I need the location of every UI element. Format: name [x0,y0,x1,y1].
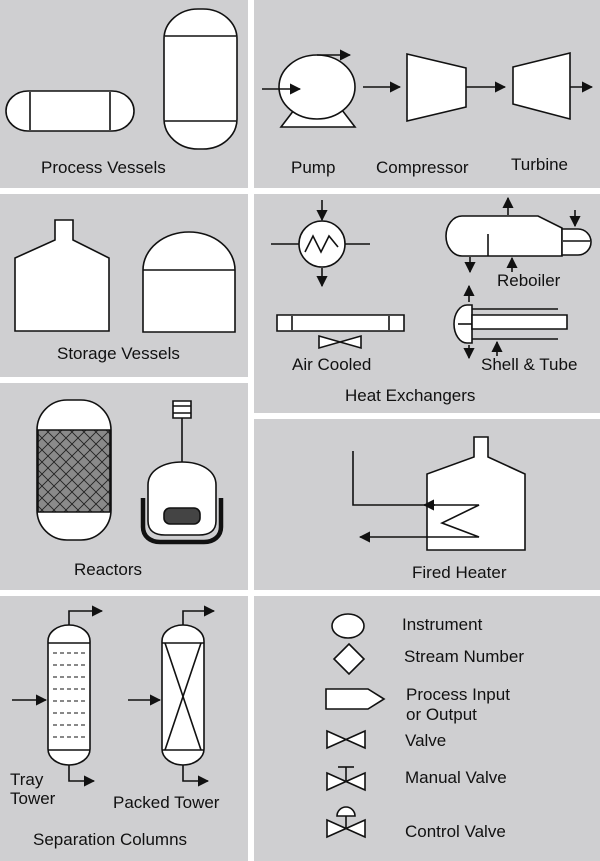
legend-instrument-label: Instrument [402,615,483,634]
pump-icon [262,49,355,127]
process-vessels-title: Process Vessels [41,158,166,177]
heat-exchangers-title: Heat Exchangers [345,386,476,405]
fired-heater-title: Fired Heater [412,563,507,582]
exchanger-icon [271,200,370,288]
reactors-title: Reactors [74,560,143,579]
legend-control-valve-label: Control Valve [405,822,506,841]
air-cooled-label: Air Cooled [292,355,372,374]
fired-heater-icon [353,437,525,550]
tray-tower-icon [12,605,104,787]
legend-process-io-line1: Process Input [406,685,510,704]
horizontal-vessel-icon [6,91,134,131]
stirred-tank-reactor-icon [143,401,221,542]
instrument-symbol-icon [332,614,364,638]
legend-stream-number-label: Stream Number [404,647,524,666]
tray-tower-label-line2: Tower [10,789,56,808]
packed-bed-reactor-icon [37,400,111,540]
tray-tower-label-line1: Tray [10,770,44,789]
panel-legend [254,596,600,861]
shell-tube-exchanger-icon [454,284,567,360]
separation-columns-title: Separation Columns [33,830,188,849]
legend-valve-label: Valve [405,731,447,750]
packed-tower-icon [128,605,216,787]
cone-roof-tank-icon [15,220,109,331]
legend-process-io-line2: or Output [406,705,477,724]
shell-tube-label: Shell & Tube [481,355,578,374]
spherical-tank-icon [143,232,235,332]
pump-label: Pump [291,158,336,177]
process-io-symbol-icon [326,689,384,709]
packed-tower-label: Packed Tower [113,793,220,812]
panel-separation-columns [0,596,248,861]
air-cooled-exchanger-icon [277,315,404,348]
compressor-icon [407,54,466,121]
legend-manual-valve-label: Manual Valve [405,768,507,787]
valve-symbol-icon [327,731,365,748]
storage-vessels-title: Storage Vessels [57,344,180,363]
kettle-reboiler-icon [446,196,591,274]
compressor-label: Compressor [376,158,469,177]
turbine-label: Turbine [511,155,569,174]
stream-number-symbol-icon [334,644,364,674]
vertical-vessel-icon [164,9,237,149]
turbine-icon [513,53,570,119]
manual-valve-symbol-icon [327,767,365,790]
control-valve-symbol-icon [327,807,365,837]
reboiler-label: Reboiler [497,271,561,290]
